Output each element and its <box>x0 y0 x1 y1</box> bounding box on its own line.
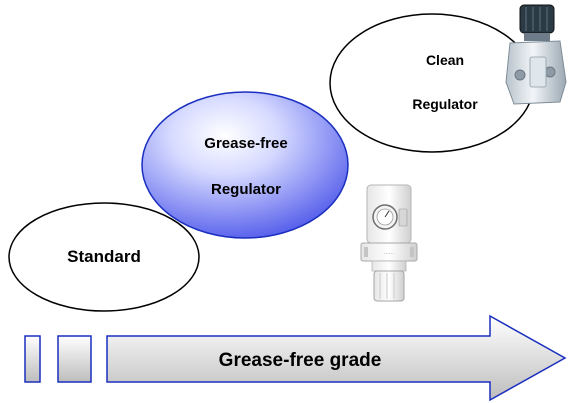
grease-free-label-line2: Regulator <box>211 181 281 198</box>
svg-text:······: ······ <box>384 251 394 257</box>
standard-label: Standard <box>67 247 141 266</box>
standard-bubble: Standard <box>8 202 200 312</box>
clean-label-line2: Regulator <box>412 96 478 112</box>
grease-free-grade-arrow: Grease-free grade <box>24 314 567 402</box>
arrow-label: Grease-free grade <box>219 350 382 371</box>
clean-regulator-photo <box>505 4 567 105</box>
grease-free-regulator-bubble: Grease-free Regulator <box>141 91 349 239</box>
arrow-segment-2 <box>57 335 92 383</box>
grease-free-label-line1: Grease-free <box>204 135 287 152</box>
clean-label-line1: Clean <box>426 52 464 68</box>
clean-regulator-bubble: Clean Regulator <box>329 13 535 153</box>
grease-free-regulator-photo: ······ <box>360 184 418 302</box>
arrow-body <box>106 314 567 402</box>
arrow-segment-1 <box>24 335 41 383</box>
